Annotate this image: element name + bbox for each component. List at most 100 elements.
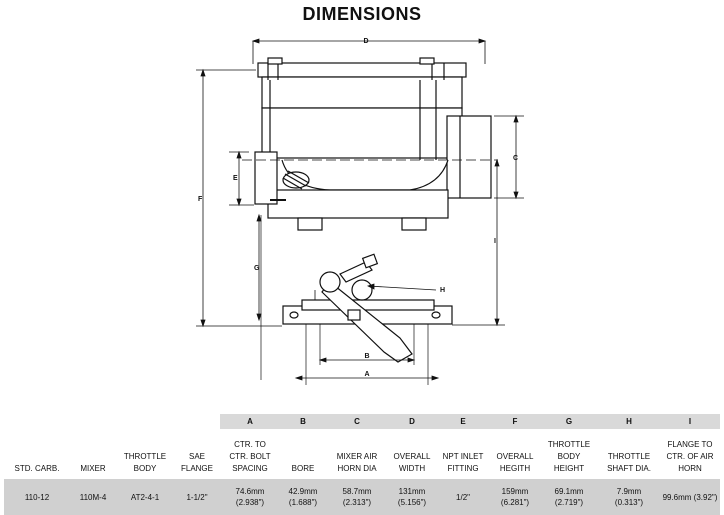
table-header-cell-line: FLANGE TO — [667, 440, 713, 449]
table-cell-line: AT2-4-1 — [130, 492, 160, 502]
table-header-cell-line: BODY — [557, 452, 581, 461]
table-letter: F — [490, 414, 540, 429]
table-letter: C — [326, 414, 388, 429]
table-letter: A — [220, 414, 280, 429]
table-header-cell-line: MIXER AIR — [336, 452, 378, 461]
table-cell-line: 69.1mm — [554, 487, 584, 496]
table-header-cell-line: CTR. OF AIR — [666, 452, 714, 461]
table-cell: AT2-4-1 — [116, 479, 174, 515]
table-letter: D — [388, 414, 436, 429]
table-letter: G — [540, 414, 598, 429]
table-cell: 110M-4 — [70, 479, 116, 515]
table-header-cell-line: BODY — [133, 464, 157, 473]
table-cell-line: (0.313") — [614, 498, 644, 507]
label-f: F — [198, 196, 203, 203]
table-header-cell: MIXER — [70, 429, 116, 479]
carburetor-dimension-drawing: D — [196, 38, 524, 385]
dimension-e — [236, 150, 242, 207]
table-cell-line: 99.6mm (3.92") — [662, 492, 718, 502]
table-cell-line: (6.281") — [500, 498, 530, 507]
table-header-cell-line: THROTTLE — [123, 452, 167, 461]
page-title: DIMENSIONS — [302, 4, 422, 24]
table-cell: 110-12 — [4, 479, 70, 515]
table-cell: 159mm (6.281") — [490, 479, 540, 515]
table-header-cell-line: HORN DIA — [337, 464, 377, 473]
table-row: 110-12 110M-4 AT2-4-1 1-1/2" 74.6mm (2.938") 4… — [4, 479, 720, 515]
table-cell-line: 58.7mm — [342, 487, 372, 496]
throttle-body — [282, 253, 453, 385]
table-cell: 42.9mm (1.688") — [280, 479, 326, 515]
table-cell-line: (2.938") — [235, 498, 265, 507]
table-header-cell-line: WIDTH — [398, 464, 426, 473]
label-a: A — [364, 371, 369, 378]
table-cell-line: 7.9mm — [616, 487, 642, 496]
table-cell: 1/2" — [436, 479, 490, 515]
table-header-cell: OVERALL WIDTH — [388, 429, 436, 479]
table-cell: 99.6mm (3.92") — [660, 479, 720, 515]
table-header-cell: NPT INLET FITTING — [436, 429, 490, 479]
table-header-cell: THROTTLE SHAFT DIA. — [598, 429, 660, 479]
table-header-cell-line: MIXER — [80, 464, 106, 473]
table-cell: 7.9mm (0.313") — [598, 479, 660, 515]
table-letter: E — [436, 414, 490, 429]
table-cell: 1-1/2" — [174, 479, 220, 515]
table-cell-line: 159mm — [501, 487, 529, 496]
table-header-cell-line: CTR. TO — [234, 440, 266, 449]
label-c: C — [513, 155, 518, 162]
table-header-cell-line: HEIGHT — [553, 464, 585, 473]
dimension-g — [256, 213, 262, 322]
table-header-cell: OVERALL HEGITH — [490, 429, 540, 479]
label-h: H — [440, 287, 445, 294]
table-cell-line: 1-1/2" — [186, 492, 208, 502]
table-header-cell-line: HORN — [678, 464, 702, 473]
mixer-body — [254, 57, 492, 231]
table-header-cell: MIXER AIR HORN DIA — [326, 429, 388, 479]
table-cell-line: (1.688") — [288, 498, 318, 507]
table-cell: 69.1mm (2.719") — [540, 479, 598, 515]
table-cell-line: (5.156") — [397, 498, 427, 507]
dimension-a — [294, 375, 440, 381]
table-header-cell: THROTTLE BODY HEIGHT — [540, 429, 598, 479]
label-d: D — [363, 38, 368, 45]
table-header-cell-line: STD. CARB. — [14, 464, 60, 473]
table-header-cell-line: OVERALL — [393, 452, 431, 461]
table-cell-line: 42.9mm — [288, 487, 318, 496]
table-header-cell-line: OVERALL — [496, 452, 534, 461]
table-header-cell-line: FITTING — [447, 464, 479, 473]
table-header-cell-line: THROTTLE — [547, 440, 591, 449]
dimension-f — [196, 68, 282, 328]
table-header-cell-line: SHAFT DIA. — [607, 464, 651, 473]
dimension-d — [251, 38, 487, 64]
table-header-cell: SAE FLANGE — [174, 429, 220, 479]
table-cell-line: 131mm — [398, 487, 426, 496]
label-i: I — [494, 238, 496, 245]
table-header-cell-line: CTR. BOLT — [229, 452, 271, 461]
table-header-cell: FLANGE TO CTR. OF AIR HORN — [660, 429, 720, 479]
table-cell-line: 110-12 — [24, 492, 50, 502]
table-cell-line: (2.313") — [342, 498, 372, 507]
label-g: G — [254, 265, 260, 272]
table-header-cell: STD. CARB. — [4, 429, 70, 479]
table-cell: 74.6mm (2.938") — [220, 479, 280, 515]
label-b: B — [364, 353, 369, 360]
table-cell-line: 110M-4 — [79, 492, 107, 502]
table-cell-line: (2.719") — [554, 498, 584, 507]
table-header-cell: BORE — [280, 429, 326, 479]
table-header-cell-line: SAE — [188, 452, 205, 461]
label-e: E — [233, 175, 238, 182]
table-header-row: STD. CARB. MIXER THROTTLE BODY SAE FLANGE CTR.… — [4, 429, 720, 479]
dimension-i — [452, 158, 505, 327]
table-cell-line: 1/2" — [456, 492, 470, 502]
table-header-cell: THROTTLE BODY — [116, 429, 174, 479]
table-cell-line: 74.6mm — [235, 487, 265, 496]
table-header-cell-line: FLANGE — [180, 464, 213, 473]
table-header-cell-line: THROTTLE — [607, 452, 651, 461]
table-header-cell: CTR. TO CTR. BOLT SPACING — [220, 429, 280, 479]
table-header-cell-line: NPT INLET — [442, 452, 484, 461]
table-header-cell-line: SPACING — [232, 464, 268, 473]
table-letter: H — [598, 414, 660, 429]
table-header-cell-line: HEGITH — [499, 464, 531, 473]
table-header-cell-line: BORE — [291, 464, 315, 473]
dimension-c — [494, 114, 524, 200]
